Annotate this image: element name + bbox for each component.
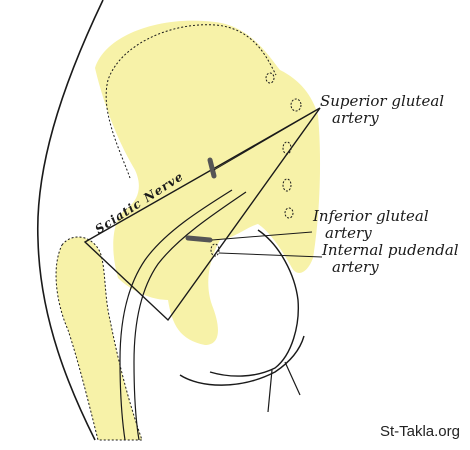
label-inferior-gluteal-line2: artery	[325, 224, 372, 242]
superior-gluteal-artery	[207, 157, 217, 179]
ischium	[209, 229, 299, 377]
sciatic-nerve	[119, 189, 233, 441]
label-inferior-gluteal-line1: Inferior gluteal	[313, 207, 429, 225]
body-outline	[36, 0, 104, 441]
skin-lines	[267, 361, 301, 413]
label-superior-gluteal: Superior gluteal artery	[320, 93, 444, 127]
thigh-outline	[179, 335, 305, 386]
label-inferior-gluteal: Inferior gluteal artery	[313, 208, 429, 242]
label-superior-gluteal-line1: Superior gluteal	[320, 92, 445, 110]
label-internal-pudendal: Internal pudendal artery	[322, 242, 459, 276]
leader-pudendal	[218, 252, 323, 258]
sciatic-triangle	[83, 107, 321, 322]
hip-outline	[105, 24, 277, 179]
leader-superior	[213, 107, 321, 171]
label-superior-gluteal-line2: artery	[332, 109, 379, 127]
internal-pudendal-artery	[210, 243, 220, 257]
inferior-gluteal-artery	[185, 235, 213, 243]
label-internal-pudendal-line1: Internal pudendal	[322, 241, 459, 259]
watermark: St-Takla.org	[379, 423, 460, 440]
hip-bone	[95, 20, 321, 345]
sciatic-nerve-inner	[133, 191, 247, 441]
leader-inferior	[211, 231, 313, 241]
label-internal-pudendal-line2: artery	[332, 258, 379, 276]
